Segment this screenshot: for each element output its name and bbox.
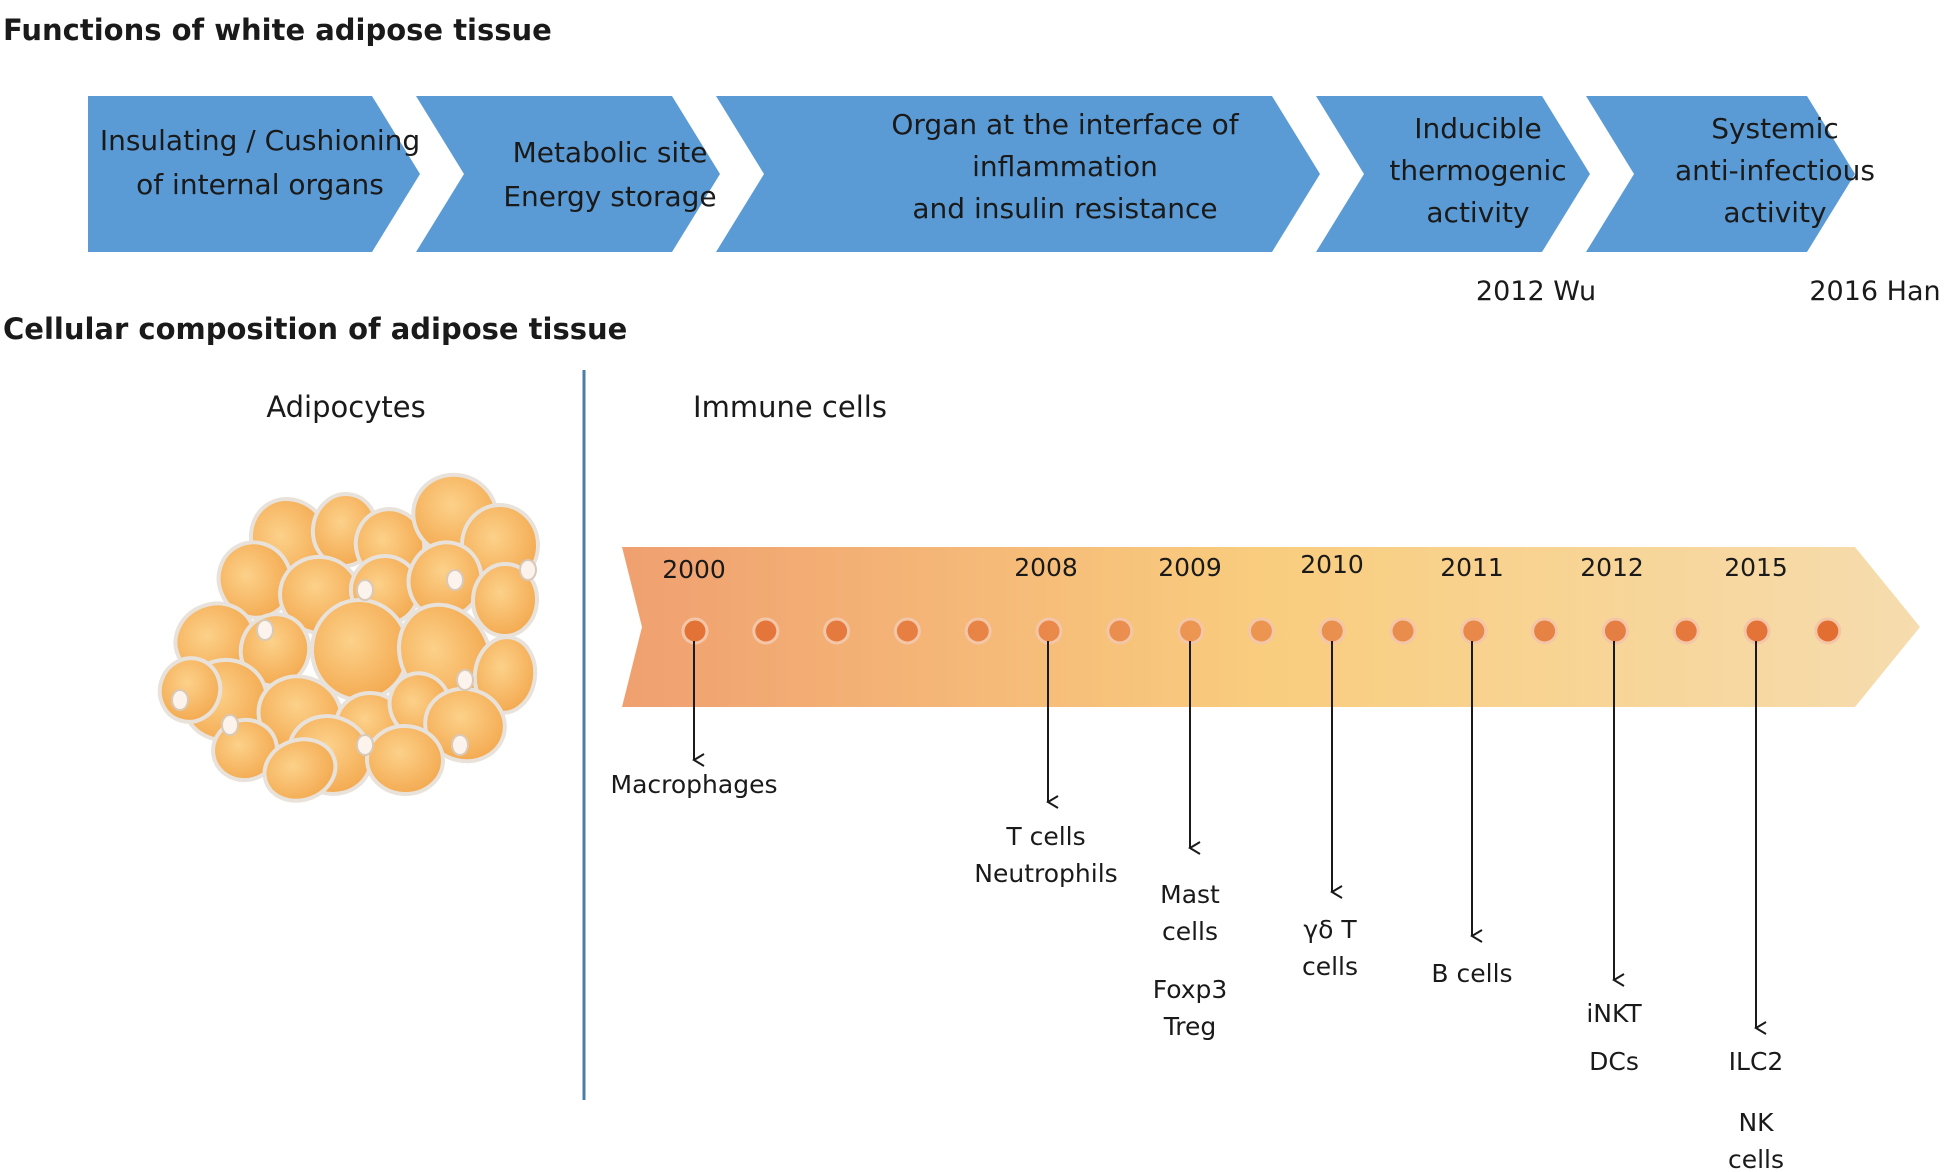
timeline-dot [893, 617, 921, 645]
function-label: and insulin resistance [912, 192, 1217, 225]
immune-cell-label: B cells [1431, 959, 1512, 988]
timeline-year: 2015 [1724, 553, 1788, 582]
timeline-dot [1247, 617, 1275, 645]
immune-cell-label: cells [1162, 917, 1218, 946]
adipocyte-nucleus [171, 689, 189, 711]
immune-cell-label: iNKT [1586, 999, 1642, 1028]
timeline-dot [1814, 617, 1842, 645]
adipocyte-nucleus [446, 569, 464, 591]
timeline-dot [1672, 617, 1700, 645]
immune-cell-label: Macrophages [611, 770, 778, 799]
adipocyte-nucleus [356, 734, 374, 756]
adipocyte-nucleus [451, 734, 469, 756]
immune-cell-label: γδ T [1303, 915, 1357, 944]
function-chevron-segment [1586, 96, 1855, 252]
immune-cell-label: T cells [1005, 822, 1085, 851]
adipocytes-heading: Adipocytes [266, 390, 425, 424]
function-reference-note: 2012 Wu [1476, 276, 1596, 307]
immune-timeline: 2000 2008 2009 2010 2011 2012 2015MacrophagesT… [611, 550, 1842, 1172]
function-label: activity [1723, 196, 1826, 229]
adipocyte-cell [365, 723, 445, 797]
function-chevron-segment [416, 96, 720, 252]
immune-cell-label: Treg [1163, 1012, 1217, 1041]
function-label: Inducible [1414, 112, 1541, 145]
adipocyte-nucleus [221, 714, 239, 736]
timeline-year: 2011 [1440, 553, 1504, 582]
function-label: Energy storage [503, 180, 716, 213]
timeline-year: 2008 [1014, 553, 1078, 582]
function-label: Metabolic site [513, 136, 708, 169]
timeline-dot [752, 617, 780, 645]
timeline-dot [1460, 617, 1488, 645]
timeline-year: 2000 [662, 555, 726, 584]
functions-heading: Functions of white adipose tissue [3, 13, 552, 47]
timeline-dot [1318, 617, 1346, 645]
timeline-year: 2012 [1580, 553, 1644, 582]
timeline-dot [823, 617, 851, 645]
immune-cell-label: Foxp3 [1153, 975, 1228, 1004]
function-chevron-segment [716, 96, 1320, 252]
timeline-dot [681, 617, 709, 645]
function-label: activity [1426, 196, 1529, 229]
function-chevron-segment [1316, 96, 1590, 252]
adipocyte-cell [423, 686, 507, 764]
immune-cell-label: DCs [1589, 1047, 1639, 1076]
immune-cell-label: cells [1728, 1145, 1784, 1172]
immune-cell-label: Neutrophils [974, 859, 1117, 888]
function-label: of internal organs [136, 168, 384, 201]
timeline-dot [1601, 617, 1629, 645]
timeline-dot [1177, 617, 1205, 645]
adipocyte-nucleus [256, 619, 274, 641]
immune-cell-label: cells [1302, 952, 1358, 981]
timeline-year: 2009 [1158, 553, 1222, 582]
immune-cells-heading: Immune cells [693, 390, 887, 424]
immune-cell-label: NK [1738, 1108, 1774, 1137]
function-label: anti-infectious [1675, 154, 1875, 187]
adipocyte-cell [262, 737, 338, 803]
function-chevron-segment [88, 96, 420, 252]
immune-cell-label: Mast [1160, 880, 1220, 909]
timeline-dot [1035, 617, 1063, 645]
adipocyte-cluster-illustration [157, 472, 541, 803]
composition-heading: Cellular composition of adipose tissue [3, 312, 627, 346]
timeline-dot [1106, 617, 1134, 645]
function-label: Organ at the interface of [891, 108, 1239, 141]
adipocyte-nucleus [456, 669, 474, 691]
function-label: thermogenic [1389, 154, 1566, 187]
function-label: Insulating / Cushioning [100, 124, 420, 157]
timeline-year: 2010 [1300, 550, 1364, 579]
function-label: Systemic [1711, 112, 1839, 145]
timeline-dot [1389, 617, 1417, 645]
adipocyte-nucleus [519, 559, 537, 581]
function-reference-note: 2016 Han [1809, 276, 1940, 307]
function-label: inflammation [972, 150, 1158, 183]
timeline-dot [964, 617, 992, 645]
immune-cell-label: ILC2 [1729, 1047, 1784, 1076]
adipocyte-nucleus [356, 579, 374, 601]
timeline-dot [1531, 617, 1559, 645]
functions-chevron-arrow: Insulating / Cushioning of internal organ… [88, 96, 1941, 307]
timeline-dot [1743, 617, 1771, 645]
